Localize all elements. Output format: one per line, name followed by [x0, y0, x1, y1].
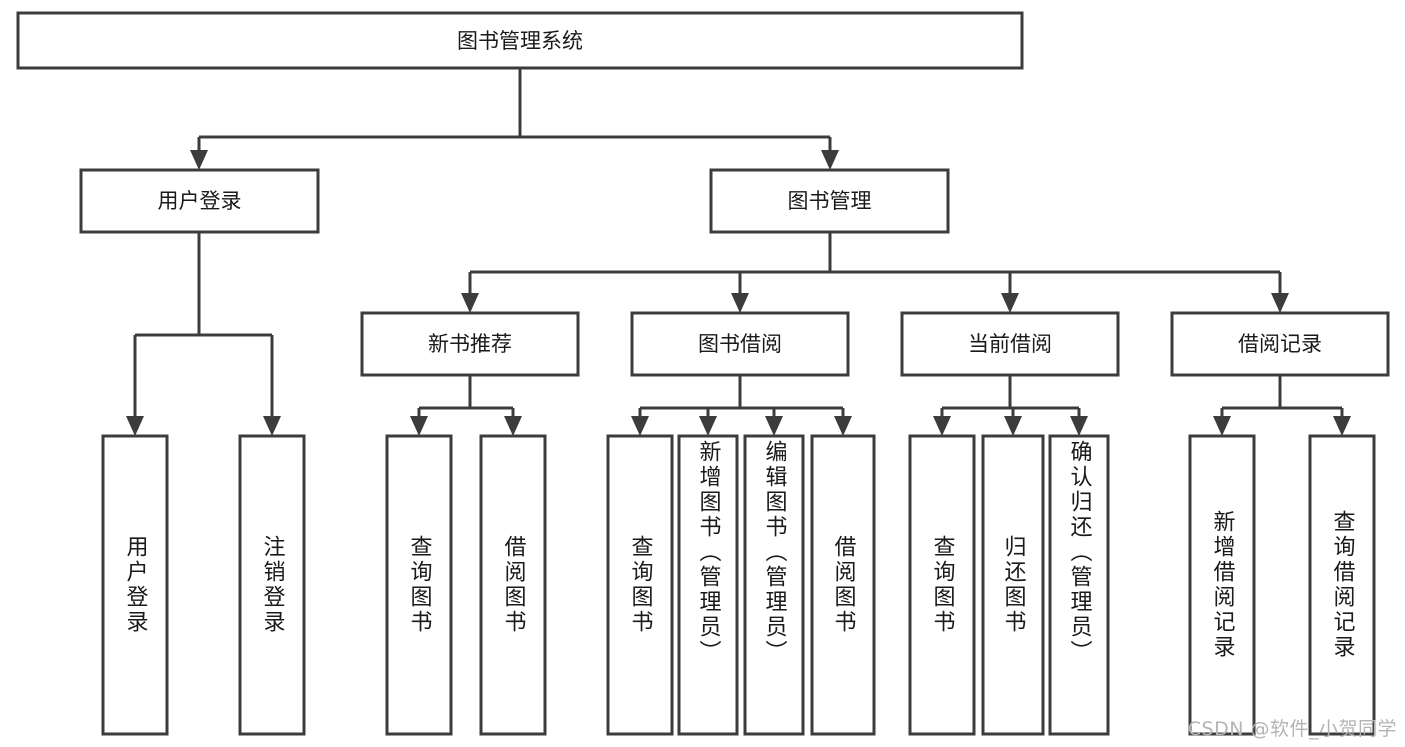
node-user-login-box[interactable] [79, 168, 320, 234]
node-book-manage-box[interactable] [709, 168, 950, 234]
node-user-login-label: 用户登录 [158, 189, 242, 213]
node-book-manage[interactable]: 图书管理 [709, 168, 950, 234]
connector-current-borrow-to-leaves [933, 375, 1088, 436]
connector-root-to-level2 [190, 68, 839, 170]
leaf-box-return-book[interactable] [981, 434, 1045, 736]
node-borrow-record-label: 借阅记录 [1238, 332, 1322, 356]
node-new-book-recommend-label: 新书推荐 [428, 332, 512, 356]
leaf-box-borrow-book-2[interactable] [810, 434, 876, 736]
node-book-borrow-box[interactable] [630, 311, 850, 377]
leaf-box-query-book-3[interactable] [908, 434, 976, 736]
leaf-box-query-borrow-record[interactable] [1308, 434, 1376, 736]
node-book-borrow-label: 图书借阅 [698, 332, 782, 356]
node-root-label: 图书管理系统 [457, 29, 583, 53]
leaf-box-add-book[interactable] [677, 434, 739, 736]
node-current-borrow-box[interactable] [900, 311, 1120, 377]
leaf-box-user-login[interactable] [101, 434, 169, 736]
node-user-login[interactable]: 用户登录 [79, 168, 320, 234]
leaf-box-borrow-book-1[interactable] [479, 434, 547, 736]
leaf-box-logout[interactable] [238, 434, 306, 736]
connector-book-borrow-to-leaves [631, 375, 852, 436]
node-current-borrow[interactable]: 当前借阅 [900, 311, 1120, 377]
node-borrow-record-box[interactable] [1170, 311, 1390, 377]
node-book-borrow[interactable]: 图书借阅 [630, 311, 850, 377]
node-borrow-record[interactable]: 借阅记录 [1170, 311, 1390, 377]
node-new-book-recommend[interactable]: 新书推荐 [360, 311, 580, 377]
connector-book-manage-to-level3 [461, 232, 1289, 313]
leaf-box-query-book-1[interactable] [385, 434, 453, 736]
node-root-box[interactable] [16, 11, 1024, 70]
connector-borrow-record-to-leaves [1213, 375, 1351, 436]
node-book-manage-label: 图书管理 [788, 189, 872, 213]
node-new-book-recommend-box[interactable] [360, 311, 580, 377]
connector-new-book-recommend-to-leaves [410, 375, 522, 436]
node-current-borrow-label: 当前借阅 [968, 332, 1052, 356]
node-root[interactable]: 图书管理系统 [16, 11, 1024, 70]
watermark-text: CSDN @软件_小贺同学 [1187, 718, 1397, 740]
leaf-box-add-borrow-record[interactable] [1188, 434, 1256, 736]
leaf-box-query-book-2[interactable] [606, 434, 674, 736]
leaf-box-edit-book[interactable] [743, 434, 805, 736]
connector-user-login-to-leaves [126, 232, 281, 436]
leaf-box-confirm-return[interactable] [1048, 434, 1110, 736]
